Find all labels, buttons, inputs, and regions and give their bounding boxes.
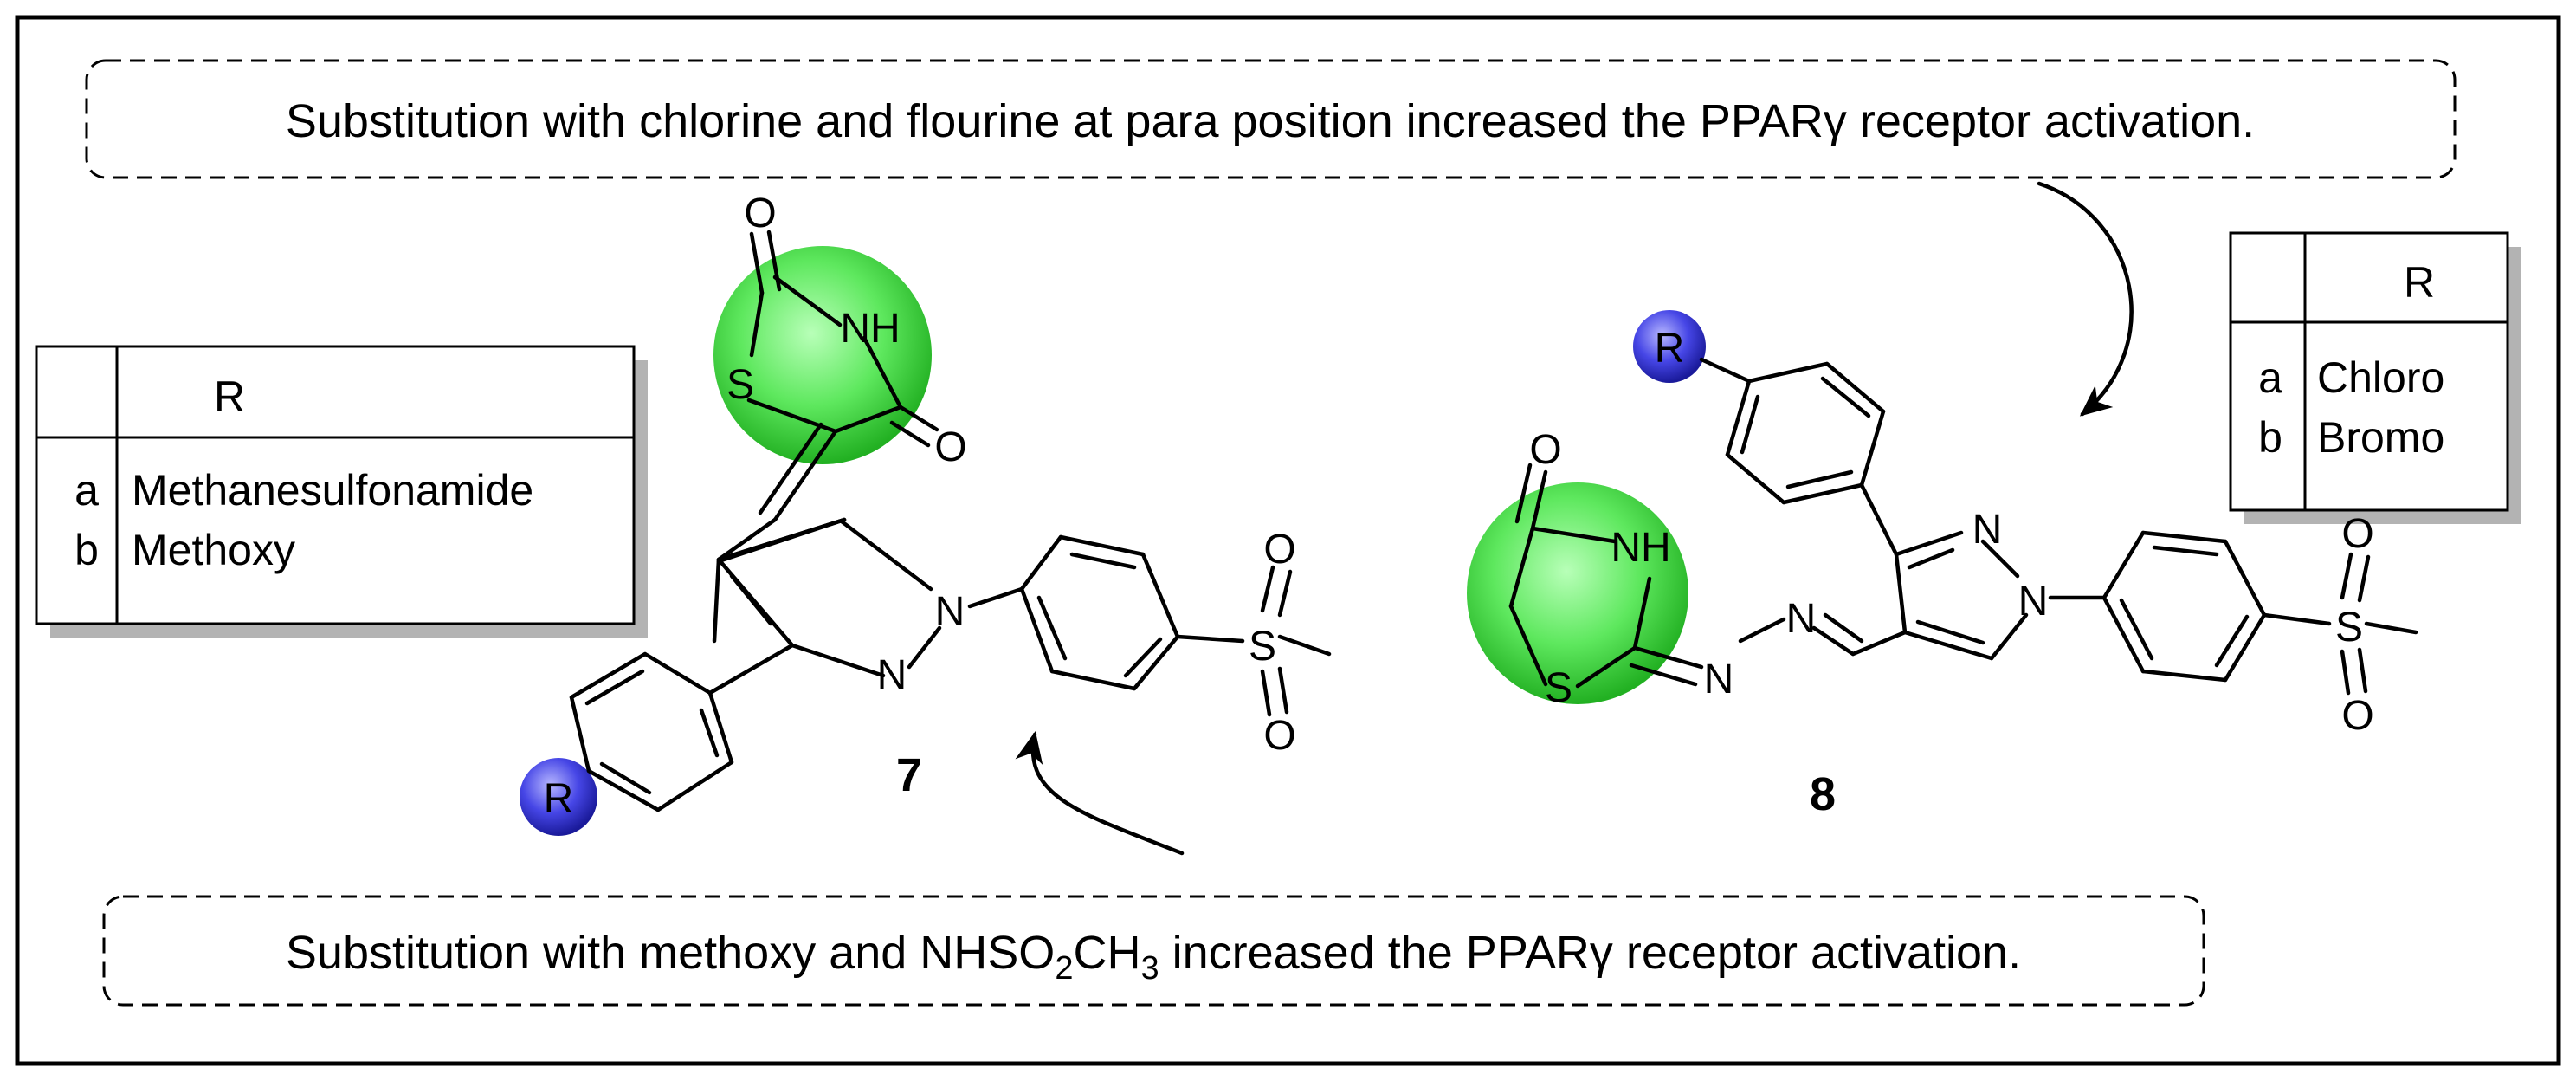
- note-bottom-text: Substitution with methoxy and NHSO2CH3 i…: [286, 927, 2021, 987]
- svg-text:O: O: [1263, 713, 1295, 759]
- svg-text:N: N: [1704, 657, 1734, 702]
- svg-text:N: N: [877, 652, 907, 698]
- arrow-top-to-compound8: [2037, 181, 2134, 417]
- table-left-header: R: [214, 372, 245, 421]
- arrow-bottom-to-compound7: [1015, 731, 1185, 856]
- table-left-value-b: Methoxy: [132, 526, 295, 574]
- svg-text:N: N: [2018, 579, 2049, 625]
- compound-7-label: 7: [896, 749, 922, 801]
- svg-text:O: O: [744, 191, 776, 236]
- compound-8-label: 8: [1810, 768, 1836, 820]
- svg-text:O: O: [1529, 427, 1561, 473]
- note-top-text: Substitution with chlorine and flourine …: [286, 95, 2255, 147]
- svg-text:O: O: [934, 424, 966, 470]
- svg-text:S: S: [726, 362, 754, 408]
- table-left: R a Methanesulfonamide b Methoxy: [35, 345, 648, 638]
- table-right-header: R: [2404, 258, 2435, 307]
- table-left-key-b: b: [74, 526, 99, 574]
- thiazolidinedione-highlight-7: [713, 246, 932, 464]
- r-group-highlight-8: [1633, 310, 1706, 383]
- note-bottom: Substitution with methoxy and NHSO2CH3 i…: [102, 895, 2205, 1007]
- table-right: R a Chloro b Bromo: [2229, 231, 2521, 524]
- svg-text:S: S: [1249, 624, 1276, 670]
- table-left-value-a: Methanesulfonamide: [132, 466, 533, 515]
- svg-text:O: O: [2341, 693, 2373, 739]
- table-right-key-a: a: [2258, 353, 2282, 402]
- note-top: Substitution with chlorine and flourine …: [85, 59, 2457, 179]
- compound-7: O NH S O N N S O O R 7: [520, 191, 1332, 836]
- table-right-key-b: b: [2258, 413, 2282, 462]
- svg-text:NH: NH: [840, 306, 900, 352]
- compound-8: O NH S N N N N S O O R 8: [1467, 310, 2418, 820]
- table-left-key-a: a: [74, 466, 99, 515]
- table-right-value-b: Bromo: [2317, 413, 2444, 462]
- outer-frame: [15, 15, 2561, 1066]
- r-group-highlight-7: [520, 758, 597, 836]
- svg-text:N: N: [1972, 507, 2003, 553]
- svg-text:O: O: [1263, 527, 1295, 573]
- svg-text:O: O: [2341, 511, 2373, 557]
- svg-text:S: S: [2335, 605, 2363, 651]
- svg-text:N: N: [935, 589, 965, 635]
- r-group-8: R: [1655, 326, 1685, 372]
- r-group-7: R: [544, 776, 574, 822]
- svg-text:N: N: [1786, 596, 1817, 642]
- svg-text:S: S: [1545, 665, 1572, 711]
- svg-text:NH: NH: [1611, 525, 1670, 571]
- table-right-value-a: Chloro: [2317, 353, 2444, 402]
